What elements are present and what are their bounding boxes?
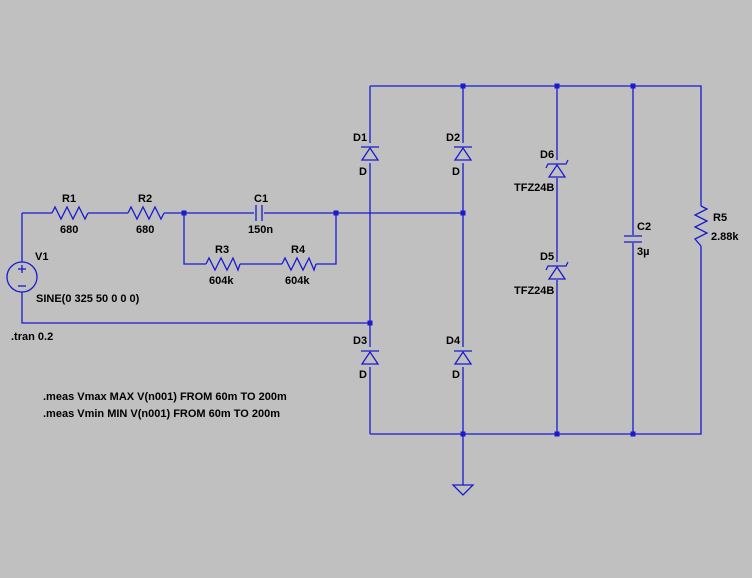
d2-name: D2 bbox=[446, 132, 460, 144]
junction-top-zener bbox=[554, 83, 560, 89]
v1-source[interactable] bbox=[6, 261, 38, 293]
wire-bottom-rail[interactable] bbox=[370, 246, 702, 435]
junction-d3-node bbox=[367, 320, 373, 326]
d5-zener[interactable] bbox=[545, 261, 569, 280]
c1-capacitor[interactable] bbox=[255, 205, 263, 221]
d1-name: D1 bbox=[353, 132, 367, 144]
r3-resistor[interactable] bbox=[205, 256, 241, 272]
labels: V1 SINE(0 325 50 0 0 0) R1 680 R2 680 C1… bbox=[35, 132, 739, 381]
junction-c1-r4 bbox=[333, 210, 339, 216]
c2-value: 3µ bbox=[637, 246, 649, 258]
r2-value: 680 bbox=[136, 224, 154, 236]
d3-value: D bbox=[359, 369, 367, 381]
r5-name: R5 bbox=[713, 212, 727, 224]
d4-name: D4 bbox=[446, 335, 461, 347]
wire-v1-bottom[interactable] bbox=[21, 292, 370, 324]
junctions bbox=[181, 83, 636, 437]
wire-parallel-right[interactable] bbox=[316, 213, 337, 265]
r1-value: 680 bbox=[60, 224, 78, 236]
d6-value: TFZ24B bbox=[514, 182, 554, 194]
r4-value: 604k bbox=[285, 275, 310, 287]
r1-name: R1 bbox=[62, 193, 76, 205]
r4-name: R4 bbox=[291, 244, 306, 256]
d4-diode[interactable] bbox=[453, 350, 473, 365]
d6-name: D6 bbox=[540, 149, 554, 161]
v1-value: SINE(0 325 50 0 0 0) bbox=[36, 293, 140, 305]
r3-value: 604k bbox=[209, 275, 234, 287]
r3-name: R3 bbox=[215, 244, 229, 256]
d1-diode[interactable] bbox=[360, 146, 380, 161]
junction-bottom-d4 bbox=[460, 431, 466, 437]
r2-resistor[interactable] bbox=[127, 205, 165, 221]
d5-value: TFZ24B bbox=[514, 285, 554, 297]
junction-bottom-zener bbox=[554, 431, 560, 437]
c2-name: C2 bbox=[637, 221, 651, 233]
directive-meas-max[interactable]: .meas Vmax MAX V(n001) FROM 60m TO 200m bbox=[43, 391, 287, 403]
d3-name: D3 bbox=[353, 335, 367, 347]
d3-diode[interactable] bbox=[360, 350, 380, 365]
d5-name: D5 bbox=[540, 251, 554, 263]
c1-value: 150n bbox=[248, 224, 273, 236]
r4-resistor[interactable] bbox=[281, 256, 317, 272]
d6-zener[interactable] bbox=[545, 159, 569, 178]
directive-tran[interactable]: .tran 0.2 bbox=[11, 331, 53, 343]
ground-symbol[interactable] bbox=[451, 484, 475, 496]
d2-diode[interactable] bbox=[453, 146, 473, 161]
v1-name: V1 bbox=[35, 251, 48, 263]
wire-top-rail[interactable] bbox=[370, 85, 702, 206]
r1-resistor[interactable] bbox=[51, 205, 89, 221]
spice-directives: .tran 0.2 .meas Vmax MAX V(n001) FROM 60… bbox=[11, 331, 287, 420]
d2-value: D bbox=[452, 166, 460, 178]
r5-resistor[interactable] bbox=[693, 205, 709, 247]
r2-name: R2 bbox=[138, 193, 152, 205]
wires bbox=[21, 85, 702, 485]
r5-value: 2.88k bbox=[711, 231, 739, 243]
directive-meas-min[interactable]: .meas Vmin MIN V(n001) FROM 60m TO 200m bbox=[43, 408, 280, 420]
wire-parallel-left[interactable] bbox=[183, 213, 206, 265]
c1-name: C1 bbox=[254, 193, 268, 205]
d1-value: D bbox=[359, 166, 367, 178]
d4-value: D bbox=[452, 369, 460, 381]
junction-top-c2 bbox=[630, 83, 636, 89]
c2-capacitor[interactable] bbox=[624, 235, 642, 243]
junction-bridge-mid bbox=[460, 210, 466, 216]
junction-top-d2 bbox=[460, 83, 466, 89]
junction-r2-c1 bbox=[181, 210, 187, 216]
junction-bottom-c2 bbox=[630, 431, 636, 437]
